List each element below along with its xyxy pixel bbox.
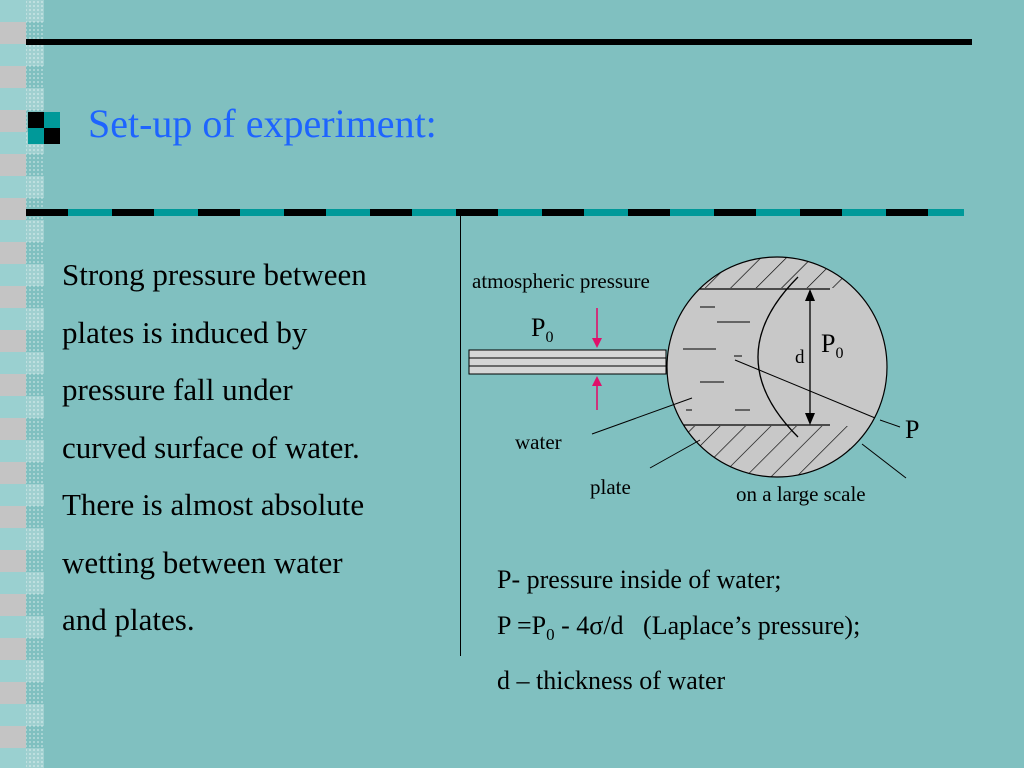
atmospheric-pressure-label: atmospheric pressure xyxy=(472,269,650,293)
scale-pointer xyxy=(861,443,907,479)
magnified-view xyxy=(666,256,888,478)
checker-bullet-icon xyxy=(28,112,60,144)
p-label: P xyxy=(905,415,919,444)
legend: P- pressure inside of water; P =P0 - 4σ/… xyxy=(497,557,860,704)
lower-plate xyxy=(667,426,850,477)
top-rule xyxy=(26,39,972,45)
body-line: plates is induced by xyxy=(62,314,308,350)
slide-title: Set-up of experiment: xyxy=(88,101,437,146)
legend-line-2: P =P0 - 4σ/d (Laplace’s pressure); xyxy=(497,611,861,645)
legend-line-1: P- pressure inside of water; xyxy=(497,565,782,594)
p0-left-label: P0 xyxy=(531,313,553,346)
left-checker-band xyxy=(0,0,26,768)
body-line: curved surface of water. xyxy=(62,429,360,465)
sigma-symbol: σ xyxy=(589,611,604,640)
pressure-arrow-top xyxy=(592,308,602,348)
p0-right-label: P0 xyxy=(821,329,843,362)
body-text: Strong pressure between plates is induce… xyxy=(62,246,462,649)
body-line: wetting between water xyxy=(62,544,343,580)
plate-label: plate xyxy=(590,475,631,499)
plate-pointer xyxy=(649,439,701,469)
pressure-arrow-bottom xyxy=(592,376,602,410)
dashed-divider-rule xyxy=(26,209,964,216)
upper-plate xyxy=(667,257,850,288)
p-pointer xyxy=(879,419,901,428)
plates-small xyxy=(468,349,667,375)
meniscus-curve xyxy=(757,276,799,438)
body-line: pressure fall under xyxy=(62,372,293,407)
body-line: and plates. xyxy=(62,602,195,637)
body-line: Strong pressure between xyxy=(62,257,367,292)
water-pointer xyxy=(591,397,693,435)
d-label: d xyxy=(795,347,805,368)
water-label: water xyxy=(515,430,562,454)
legend-line-3: d – thickness of water xyxy=(497,666,726,696)
body-line: There is almost absolute xyxy=(62,487,365,522)
scale-label: on a large scale xyxy=(736,482,866,506)
vertical-divider xyxy=(460,216,461,656)
